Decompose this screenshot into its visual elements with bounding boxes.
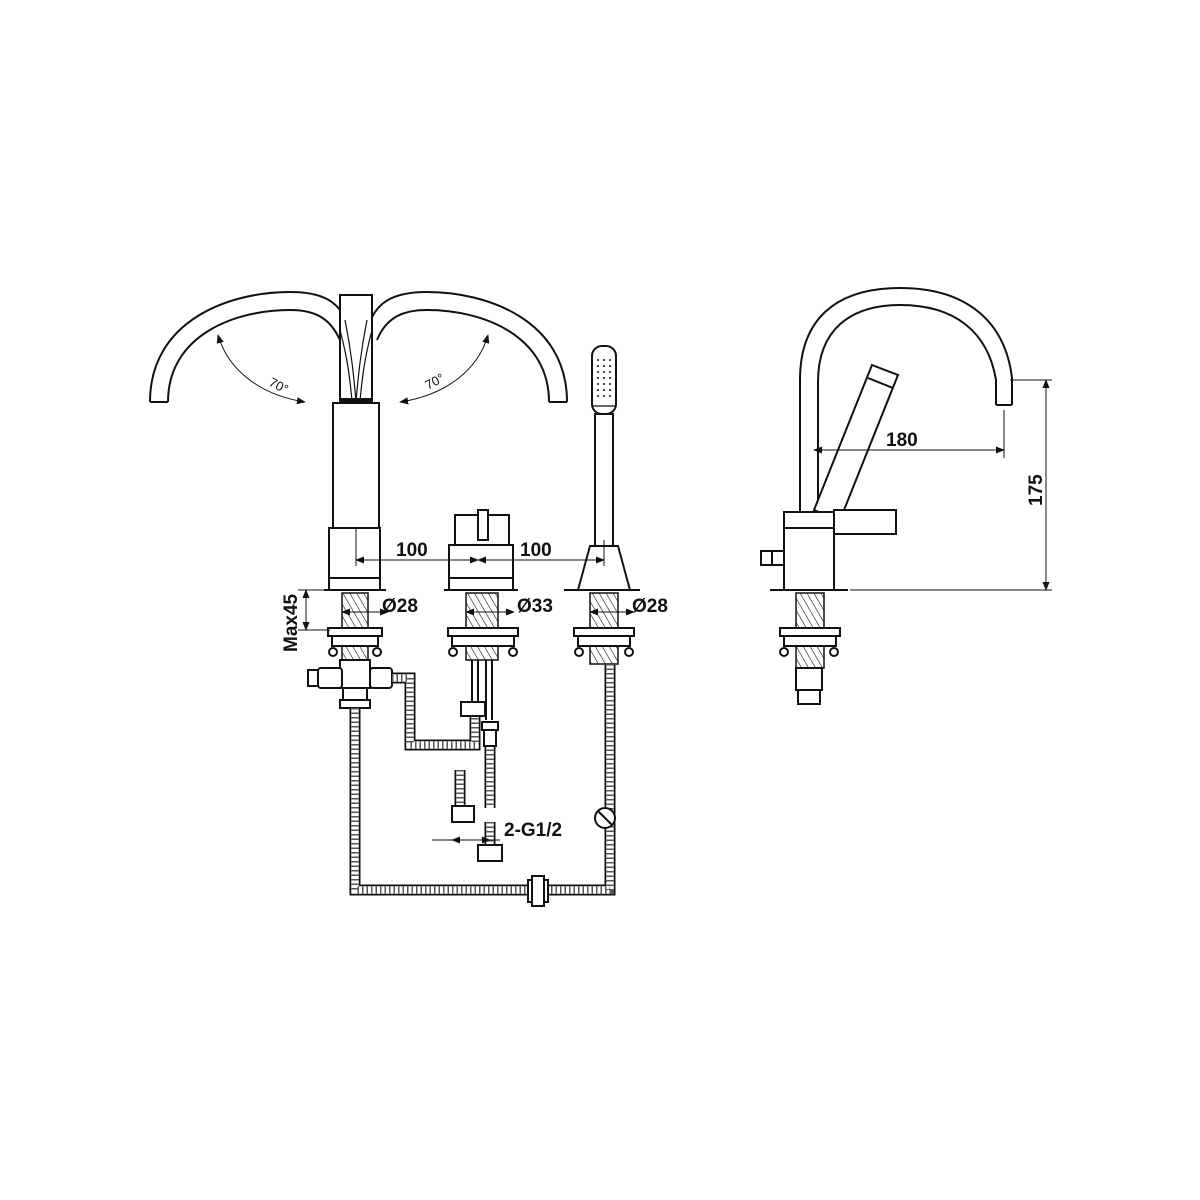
spout-right-arc — [369, 290, 568, 403]
hand-shower — [570, 345, 640, 591]
diameter-right-label: Ø28 — [632, 596, 668, 617]
diameter-left-label: Ø28 — [382, 596, 418, 617]
spread-right-label: 100 — [520, 540, 552, 561]
height-label: 175 — [1026, 474, 1047, 506]
max-deck-label: Max45 — [281, 593, 302, 652]
side-shank — [779, 592, 841, 705]
side-body — [760, 509, 897, 591]
mixer-body — [448, 509, 514, 591]
shank-center — [444, 589, 519, 720]
side-view: 180 175 — [760, 286, 1052, 705]
swivel-left-label: 70° — [267, 374, 291, 396]
hose-fittings — [451, 701, 616, 907]
spout-column — [328, 294, 381, 591]
tee-fitting — [307, 659, 393, 709]
shank-right — [564, 589, 640, 665]
connection-label: 2-G1/2 — [504, 820, 562, 841]
reach-label: 180 — [886, 430, 918, 451]
side-dimension-lines — [813, 379, 1052, 591]
swivel-right-label: 70° — [422, 370, 446, 392]
spout-left-arc — [149, 290, 348, 403]
braided-hoses — [349, 665, 616, 896]
swivel-right-arrow — [399, 334, 490, 405]
side-spout — [799, 286, 1013, 515]
spread-left-label: 100 — [396, 540, 428, 561]
diameter-center-label: Ø33 — [517, 596, 553, 617]
swivel-left-arrow — [216, 334, 306, 405]
front-view: 70° 70° — [149, 290, 668, 907]
shank-left — [324, 589, 386, 661]
front-dimension-lines — [298, 528, 635, 844]
